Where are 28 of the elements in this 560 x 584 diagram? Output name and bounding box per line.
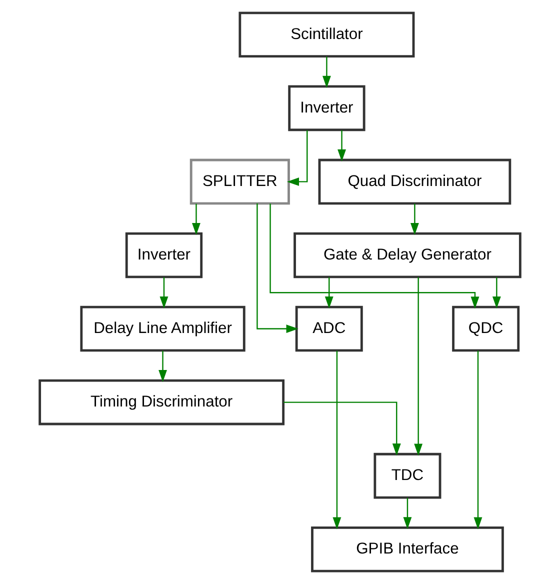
node-box: GPIB Interface <box>311 526 504 572</box>
node-box: Scintillator <box>238 12 415 58</box>
node-box: ADC <box>295 306 363 352</box>
arrow <box>403 498 412 530</box>
arrow <box>322 56 331 88</box>
node-box: Inverter <box>125 232 203 278</box>
arrow <box>284 402 401 456</box>
node-box: Inverter <box>288 85 366 132</box>
arrow <box>332 350 342 530</box>
arrow <box>492 277 501 309</box>
arrow <box>410 204 419 236</box>
node-box: Gate & Delay Generator <box>294 232 522 278</box>
arrow <box>286 130 308 186</box>
arrow <box>270 204 480 309</box>
node-box: Delay Line Amplifier <box>80 306 246 352</box>
arrow <box>474 350 482 530</box>
node-box: Timing Discriminator <box>38 379 285 426</box>
node-box: TDC <box>374 452 442 499</box>
arrow <box>256 203 298 333</box>
node-box: SPLITTER <box>190 158 290 205</box>
node-box: Quad Discriminator <box>318 158 512 205</box>
arrow <box>324 277 334 309</box>
arrow <box>192 204 200 236</box>
arrow <box>160 277 168 309</box>
arrow <box>414 277 423 456</box>
arrow <box>158 350 167 382</box>
node-box: QDC <box>452 306 520 352</box>
arrow <box>338 130 346 162</box>
